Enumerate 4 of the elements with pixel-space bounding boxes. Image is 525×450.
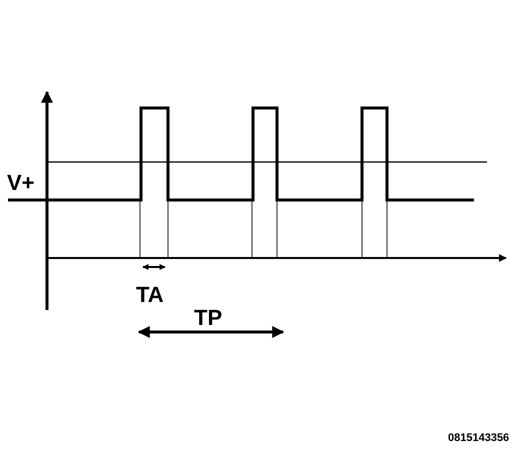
dimension-label: TP (194, 307, 222, 329)
figure-number: 0815143356 (448, 433, 510, 444)
dimension-label: TA (136, 284, 164, 306)
voltage-label: V+ (7, 172, 35, 194)
